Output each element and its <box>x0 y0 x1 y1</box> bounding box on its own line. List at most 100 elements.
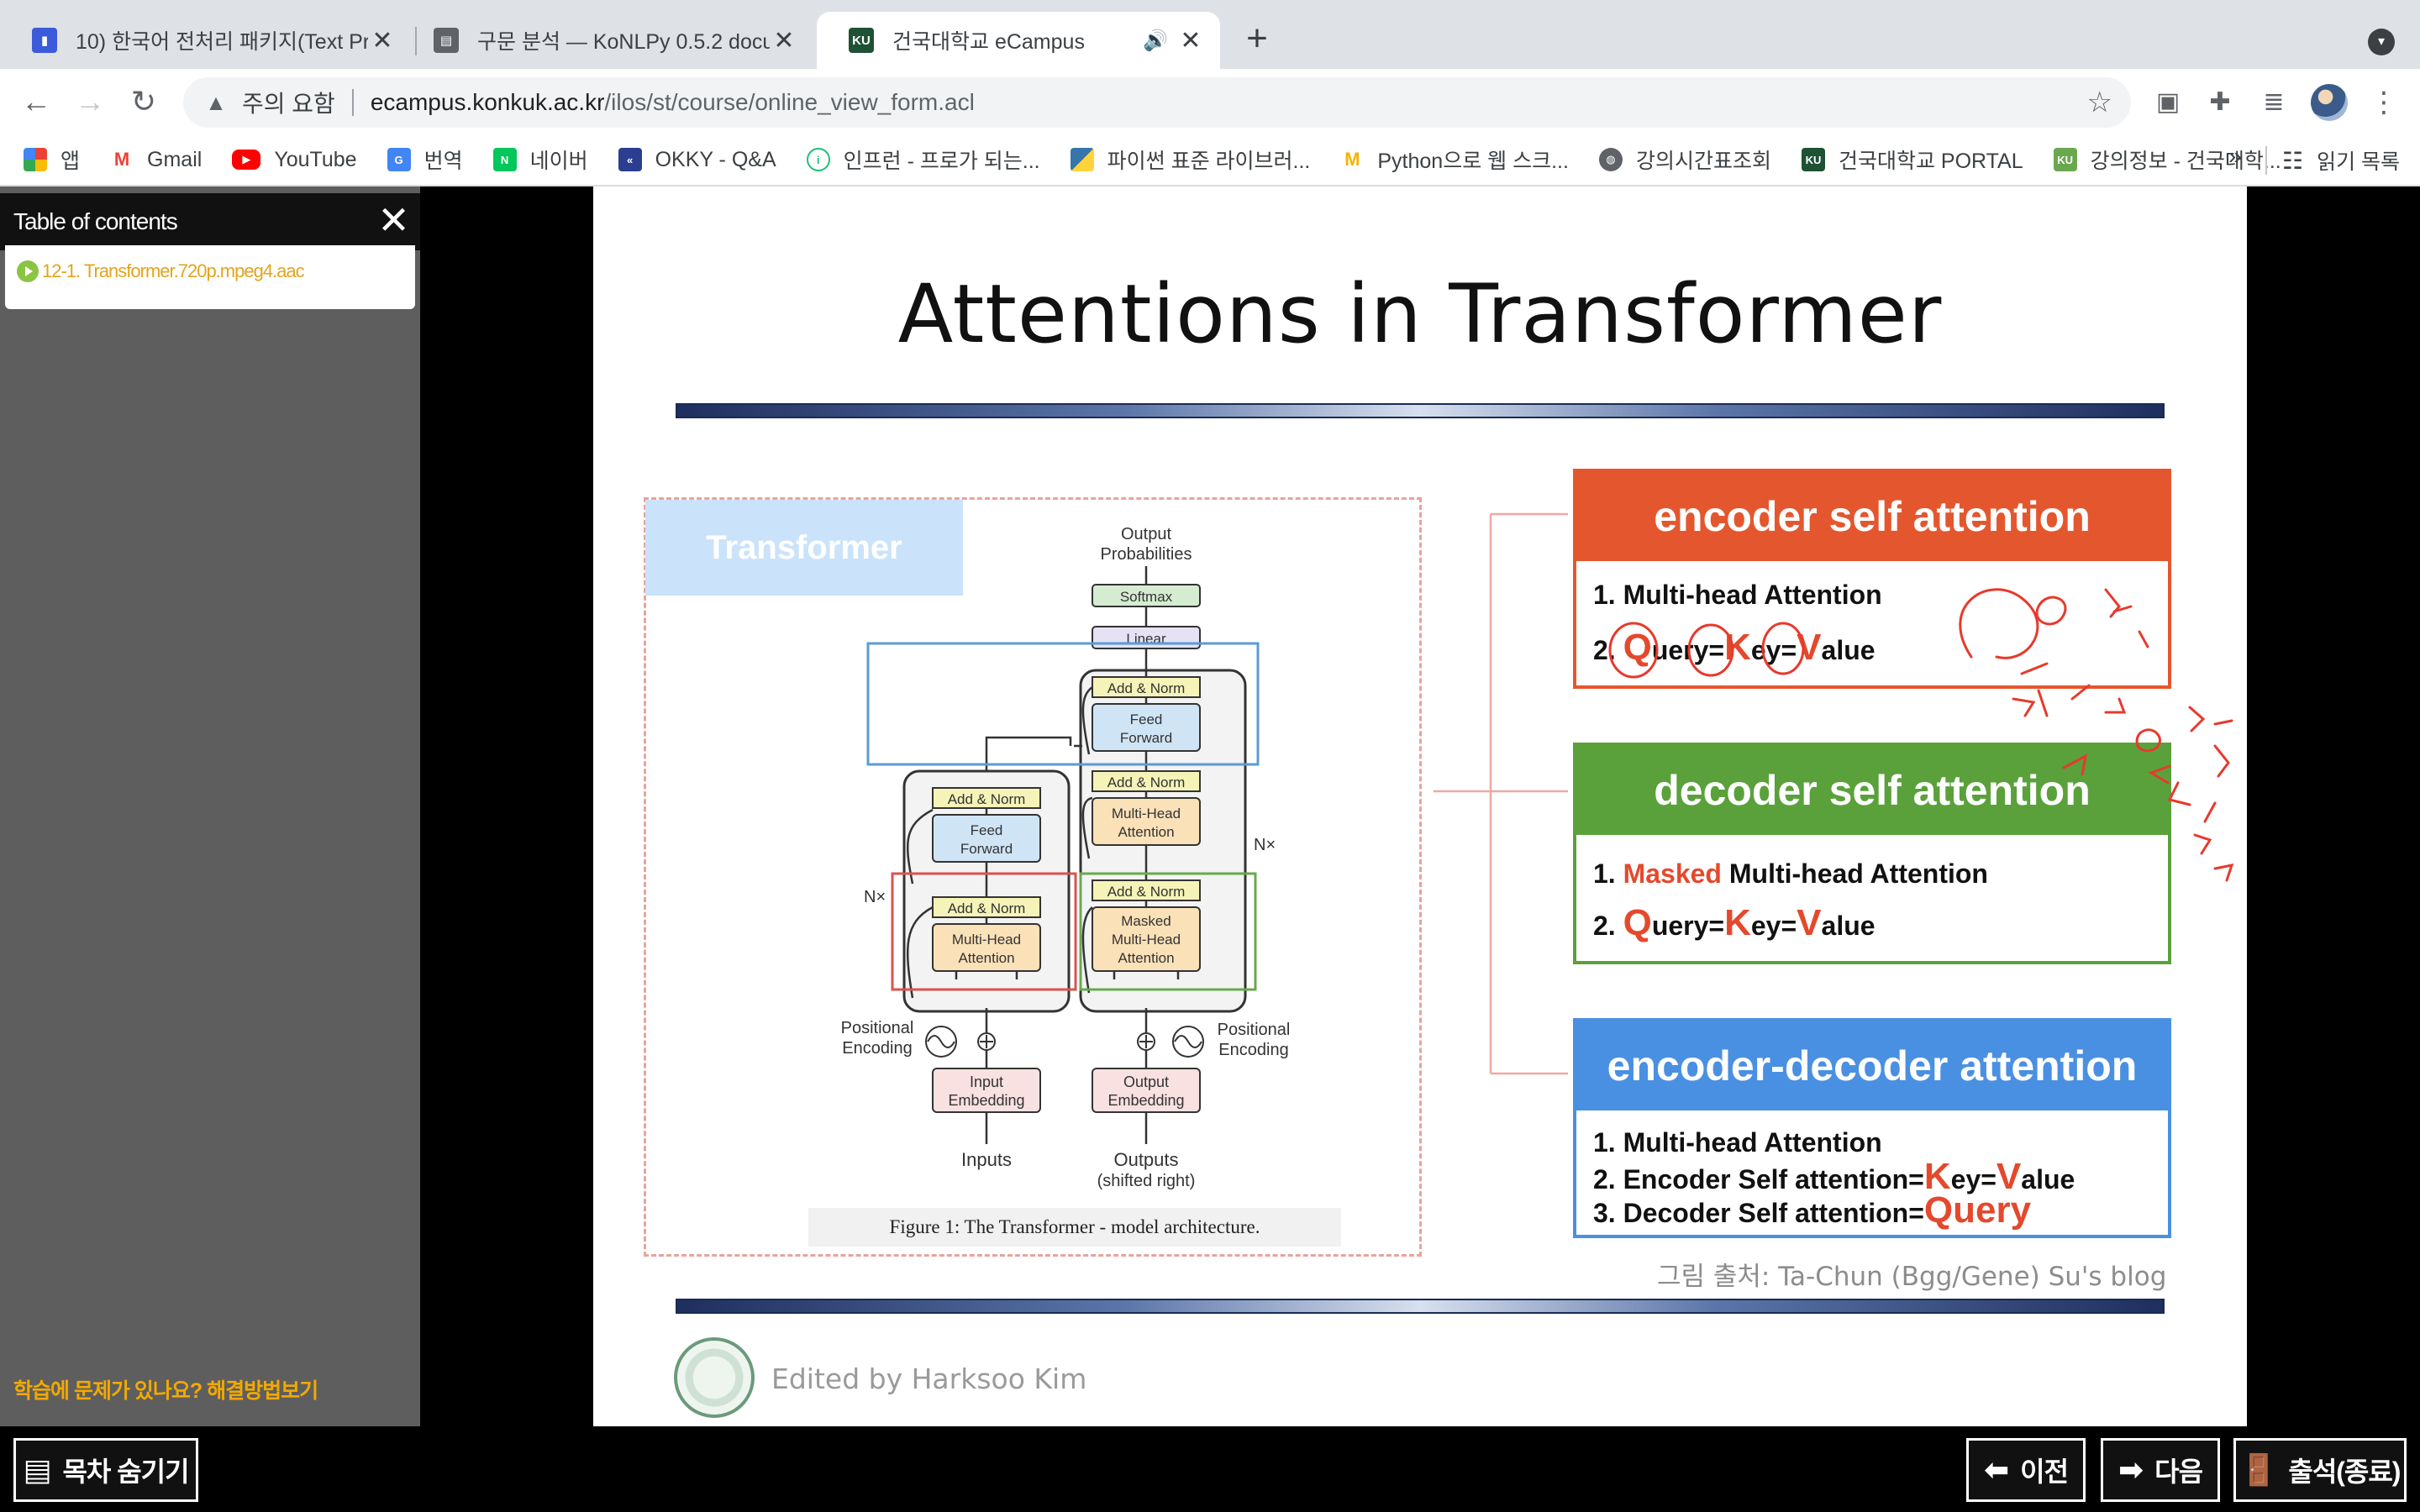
diagram-text: Outputs <box>1113 1149 1178 1170</box>
card-title: decoder self attention <box>1576 746 2168 835</box>
letter-v: V <box>1996 1156 2022 1197</box>
media-router-icon[interactable]: ▣ <box>2155 88 2181 116</box>
bookmark-gmail[interactable]: M Gmail <box>110 148 202 172</box>
card-line: 2. Encoder Self attention=Key=Value <box>1593 1156 2075 1198</box>
bookmark-translate[interactable]: G 번역 <box>387 144 463 175</box>
profile-avatar[interactable] <box>2311 84 2348 121</box>
text: uery= <box>1651 911 1725 941</box>
masked-word: Masked <box>1623 858 1722 889</box>
extensions-puzzle-icon[interactable]: ✚ <box>2209 88 2231 116</box>
next-button[interactable]: ➡ 다음 <box>2101 1438 2220 1502</box>
close-tab-icon[interactable]: ✕ <box>1180 26 1202 55</box>
slide-divider-top <box>676 403 2165 418</box>
bookmark-ku-course-info[interactable]: KU 강의정보 - 건국대학... <box>2053 144 2281 175</box>
diagram-text: Encoding <box>1218 1041 1288 1059</box>
figure-caption: Figure 1: The Transformer - model archit… <box>808 1208 1341 1247</box>
diagram-text: Probabilities <box>1101 545 1192 564</box>
prefix: 2. Encoder Self attention= <box>1593 1164 1924 1194</box>
slide-title: Attentions in Transformer <box>897 267 1943 361</box>
inflearn-icon: i <box>806 148 830 171</box>
bookmarks-bar: 앱 M Gmail ▶ YouTube G 번역 N 네이버 « OKKY - … <box>0 134 2420 186</box>
text: ey= <box>1750 635 1797 665</box>
diagram-text: Positional <box>1218 1021 1291 1039</box>
bookmark-youtube[interactable]: ▶ YouTube <box>232 147 357 172</box>
warning-icon[interactable]: ▲ <box>205 89 227 115</box>
text: alue <box>1821 635 1876 665</box>
bookmark-python-stdlib[interactable]: 파이썬 표준 라이브러... <box>1070 144 1310 175</box>
close-icon[interactable]: ✕ <box>377 198 410 242</box>
media-control-icon[interactable]: ≣ <box>2263 88 2285 116</box>
bookmark-apps[interactable]: 앱 <box>24 144 80 175</box>
diagram-text: Input <box>970 1074 1003 1090</box>
back-icon[interactable]: ← <box>21 84 51 118</box>
text: alue <box>1821 911 1876 941</box>
diagram-text: (shifted right) <box>1097 1172 1196 1190</box>
decoder-self-attention-card: decoder self attention 1. Masked Multi-h… <box>1573 743 2171 964</box>
figure-frame <box>644 497 1422 1257</box>
bookmark-ku-portal[interactable]: KU 건국대학교 PORTAL <box>1801 144 2023 175</box>
image-credit: 그림 출처: Ta-Chun (Bgg/Gene) Su's blog <box>1657 1262 2167 1292</box>
button-label: 목차 숨기기 <box>62 1457 189 1487</box>
pen-annotations <box>1608 588 2247 882</box>
bookmarks-overflow-button[interactable]: » <box>2228 143 2242 169</box>
help-link[interactable]: 학습에 문제가 있나요? 해결방법보기 <box>13 1379 318 1403</box>
speaker-icon[interactable]: 🔊 <box>1143 29 1168 52</box>
toc-item[interactable]: 12-1. Transformer.720p.mpeg4.aac <box>17 260 305 282</box>
letter-q: Q <box>1623 902 1652 943</box>
bookmark-okky[interactable]: « OKKY - Q&A <box>618 148 776 172</box>
toc-item-label: 12-1. Transformer.720p.mpeg4.aac <box>42 260 305 281</box>
diagram-text: Add & Norm <box>1107 884 1186 900</box>
tab-search-icon[interactable]: ▾ <box>2368 29 2395 55</box>
toggle-toc-button[interactable]: ▤ 목차 숨기기 <box>13 1438 198 1502</box>
bookmark-naver[interactable]: N 네이버 <box>492 144 588 175</box>
bookmark-inflearn[interactable]: i 인프런 - 프로가 되는... <box>806 144 1040 175</box>
url-text[interactable]: ecampus.konkuk.ac.kr/ilos/st/course/onli… <box>371 89 975 116</box>
attend-exit-button[interactable]: 🚪 출석(종료) <box>2233 1438 2407 1502</box>
ku-portal-icon: KU <box>1801 148 1825 171</box>
bookmark-star-icon[interactable]: ☆ <box>2086 87 2112 118</box>
lecture-slide: Attentions in Transformer Transformer Ad… <box>593 186 2247 1426</box>
diagram-text: Attention <box>1118 950 1174 966</box>
forward-icon[interactable]: → <box>75 84 105 118</box>
bookmark-timetable[interactable]: ◍ 강의시간표조회 <box>1598 144 1771 175</box>
encoder-decoder-attention-card: encoder-decoder attention 1. Multi-head … <box>1573 1018 2171 1238</box>
bookmark-label: YouTube <box>274 147 357 171</box>
close-tab-icon[interactable]: ✕ <box>371 26 393 55</box>
tab-separator <box>415 27 417 55</box>
security-label[interactable]: 주의 요함 <box>242 91 335 117</box>
url-host: ecampus.konkuk.ac.kr <box>370 89 605 115</box>
diagram-text: Feed <box>1130 711 1163 727</box>
diagram-text: Attention <box>958 950 1014 966</box>
tab-ecampus[interactable]: KU 건국대학교 eCampus 🔊 ✕ <box>817 12 1220 69</box>
youtube-icon: ▶ <box>232 150 261 170</box>
button-label: 다음 <box>2154 1457 2203 1487</box>
python-icon <box>1070 148 1094 171</box>
toc-header: Table of contents ✕ <box>0 193 420 250</box>
address-separator <box>351 89 354 116</box>
slide-divider-bottom <box>676 1299 2165 1314</box>
bookmark-python-web-scraping[interactable]: M Python으로 웹 스크... <box>1340 144 1569 175</box>
arrow-left-icon: ⬅ <box>1983 1452 2009 1487</box>
reading-list-icon: ☷ <box>2282 147 2304 174</box>
address-bar[interactable]: ▲ 주의 요함 ecampus.konkuk.ac.kr/ilos/st/cou… <box>183 77 2131 128</box>
new-tab-button[interactable]: + <box>1246 18 1268 59</box>
tab-konlpy-docs[interactable]: ▤ 구문 분석 — KoNLPy 0.5.2 documentation ✕ <box>402 12 813 69</box>
toc-list: 12-1. Transformer.720p.mpeg4.aac <box>5 245 415 309</box>
tab-title: 10) 한국어 전처리 패키지(Text Preprocessing Tools… <box>76 30 368 54</box>
diagram-text: Encoding <box>842 1039 912 1058</box>
okky-icon: « <box>618 148 642 171</box>
arrow-right-icon: ➡ <box>2118 1452 2144 1487</box>
query-word: Query <box>1923 1189 2032 1231</box>
tab-konlpy-preprocessing[interactable]: ▮ 10) 한국어 전처리 패키지(Text Preprocessing Too… <box>0 12 412 69</box>
browser-tab-strip: ▮ 10) 한국어 전처리 패키지(Text Preprocessing Too… <box>0 0 2420 69</box>
browser-menu-icon[interactable]: ⋮ <box>2370 87 2398 118</box>
reload-icon[interactable]: ↻ <box>130 84 157 118</box>
diagram-text: Multi-Head <box>1112 932 1181 948</box>
reading-list-button[interactable]: ☷ 읽기 목록 <box>2282 134 2400 186</box>
diagram-text: Add & Norm <box>948 791 1026 807</box>
browser-toolbar: ← → ↻ ▲ 주의 요함 ecampus.konkuk.ac.kr/ilos/… <box>0 69 2420 134</box>
prev-button[interactable]: ⬅ 이전 <box>1966 1438 2086 1502</box>
bookmark-label: 인프런 - 프로가 되는... <box>843 150 1040 173</box>
close-tab-icon[interactable]: ✕ <box>773 26 795 55</box>
text: ey= <box>1950 1164 1996 1194</box>
